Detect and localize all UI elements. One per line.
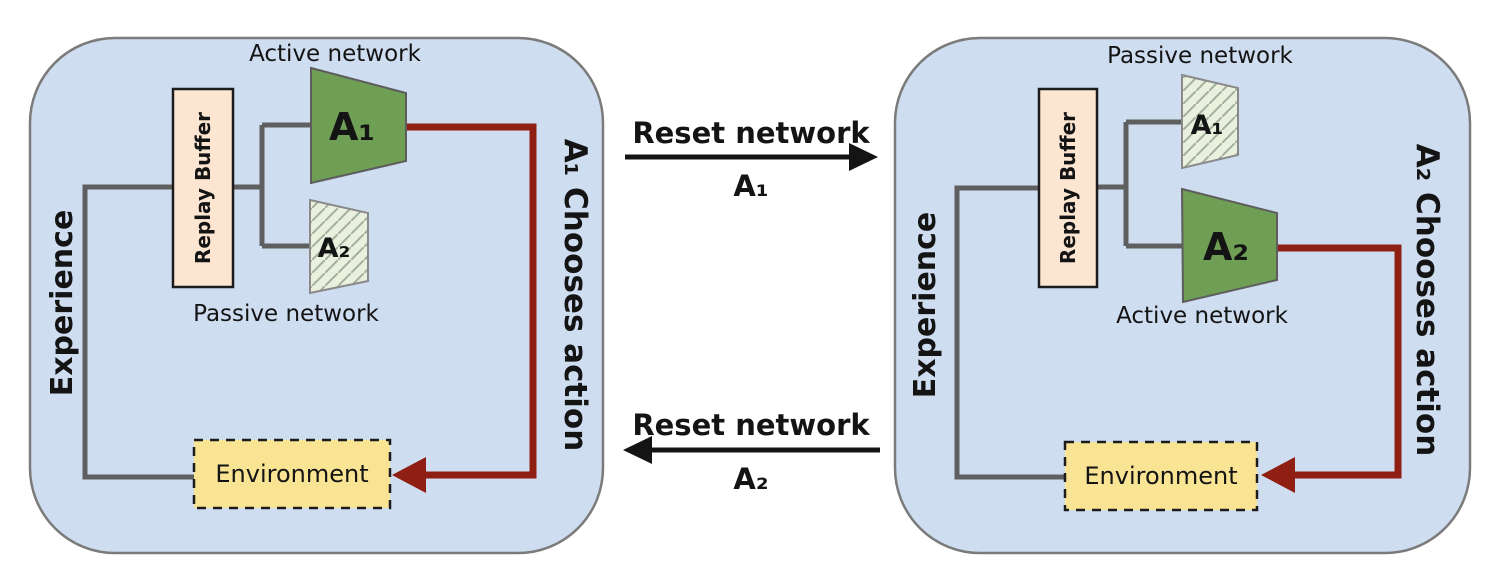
left-replay-buffer-label: Replay Buffer [191,112,215,264]
right-top-section-label: Passive network [1107,43,1293,69]
left-action-arrowhead [392,457,426,493]
reset-network-top-sublabel: A₁ [733,169,768,203]
right-passive-network-shape [1181,73,1239,170]
right-agent-panel: Replay Buffer A₁ A₂ Passive network Acti… [893,36,1472,555]
left-bottom-section-label: Passive network [193,301,379,327]
left-chooses-action-label: A₁ Chooses action [557,139,593,452]
right-experience-label: Experience [908,212,943,399]
left-top-section-label: Active network [249,41,422,67]
right-passive-network-label: A₁ [1191,110,1224,141]
reset-arrow-right-head [849,143,878,171]
left-passive-network-shape [309,198,369,295]
right-active-network-shape [1180,187,1278,304]
reset-network-bottom-sublabel: A₂ [733,462,768,496]
left-passive-network-label: A₂ [318,233,351,264]
left-active-network-label: A₁ [329,105,375,149]
right-environment-box [1063,440,1259,512]
left-experience-wire [82,184,194,480]
left-replay-buffer-box [171,87,235,289]
right-active-network-label: A₂ [1203,225,1249,269]
right-experience-wire [954,185,1065,480]
reset-arrow-left-head [623,436,652,464]
transition-top: Reset network A₁ [625,116,878,203]
right-action-arrowhead [1261,457,1295,493]
transition-bottom: Reset network A₂ [623,408,880,496]
right-chooses-action-label: A₂ Chooses action [1409,144,1445,457]
left-experience-label: Experience [45,210,80,397]
left-action-wire [406,123,537,479]
left-active-network-shape [310,66,407,185]
right-bottom-section-label: Active network [1116,303,1289,329]
left-environment-box [192,438,392,510]
left-agent-panel: Replay Buffer A₁ A₂ Active network Passi… [28,36,605,555]
left-environment-label: Environment [215,460,368,488]
right-replay-buffer-label: Replay Buffer [1056,112,1080,264]
right-buffer-branch-wire [1097,119,1182,249]
right-replay-buffer-box [1037,87,1099,289]
reset-network-top-label: Reset network [632,116,870,150]
right-action-wire [1277,244,1402,479]
reset-network-bottom-label: Reset network [632,408,870,442]
left-buffer-branch-wire [233,122,311,249]
right-environment-label: Environment [1084,462,1237,490]
